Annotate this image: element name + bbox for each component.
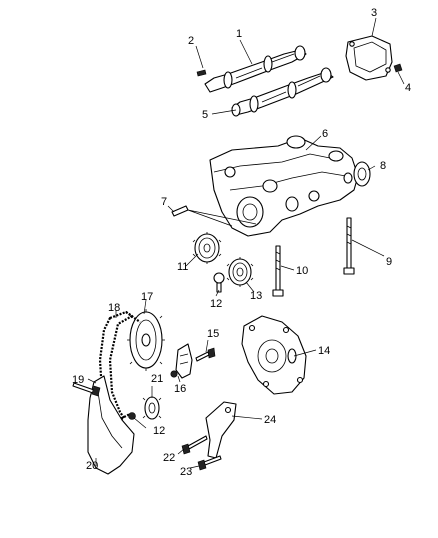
callout-12b: 12 [153, 425, 165, 437]
balance-shaft-upper [204, 45, 307, 93]
callout-19: 19 [72, 374, 84, 386]
timing-chain [98, 310, 141, 422]
housing-bolt-long [343, 217, 355, 275]
callout-10: 10 [296, 265, 308, 277]
callout-18: 18 [108, 302, 120, 314]
bracket-bolt-22 [181, 435, 208, 455]
oil-pump-body [241, 315, 307, 395]
tensioner-bolt [195, 347, 216, 362]
callout-20: 20 [86, 460, 98, 472]
callout-15: 15 [207, 328, 219, 340]
balance-gear-11 [192, 232, 222, 264]
callout-3: 3 [371, 7, 377, 19]
callout-17: 17 [141, 291, 153, 303]
callout-13: 13 [250, 290, 262, 302]
callout-7: 7 [161, 196, 167, 208]
callout-23: 23 [180, 466, 192, 478]
bracket-bolt-23 [197, 455, 222, 471]
crank-sprocket [142, 396, 162, 420]
callout-8: 8 [380, 160, 386, 172]
balance-gear-13 [226, 257, 254, 287]
housing-end-seal [353, 161, 371, 187]
tensioner-nut [170, 370, 178, 378]
callout-24: 24 [264, 414, 276, 426]
woodruff-key [196, 69, 207, 77]
dowel-pin [171, 205, 257, 227]
callout-16: 16 [174, 383, 186, 395]
callout-6: 6 [322, 128, 328, 140]
gear-bolt-12a [213, 272, 225, 293]
callout-5: 5 [202, 109, 208, 121]
chain-tensioner [175, 343, 193, 379]
callout-12a: 12 [210, 298, 222, 310]
balance-shaft-lower [231, 67, 334, 117]
chain-guide [87, 375, 135, 475]
camshaft-sprocket [127, 309, 165, 371]
callout-9: 9 [386, 256, 392, 268]
callout-2: 2 [188, 35, 194, 47]
guide-bolt [72, 382, 101, 397]
cover-bolt [393, 63, 403, 73]
sprocket-nut [128, 412, 136, 420]
callout-1: 1 [236, 28, 242, 40]
leader-lines [87, 17, 405, 469]
callout-14: 14 [318, 345, 330, 357]
callout-11: 11 [177, 261, 188, 273]
callout-22: 22 [163, 452, 175, 464]
cover-plate [345, 35, 393, 81]
balance-shaft-housing [209, 135, 359, 237]
callout-4: 4 [405, 82, 411, 94]
callout-21: 21 [151, 373, 163, 385]
housing-bolt-short [272, 245, 284, 297]
mounting-bracket [205, 401, 237, 459]
callout-labels: 1 2 3 4 5 6 7 8 9 10 11 12 13 14 15 16 1… [72, 7, 411, 478]
